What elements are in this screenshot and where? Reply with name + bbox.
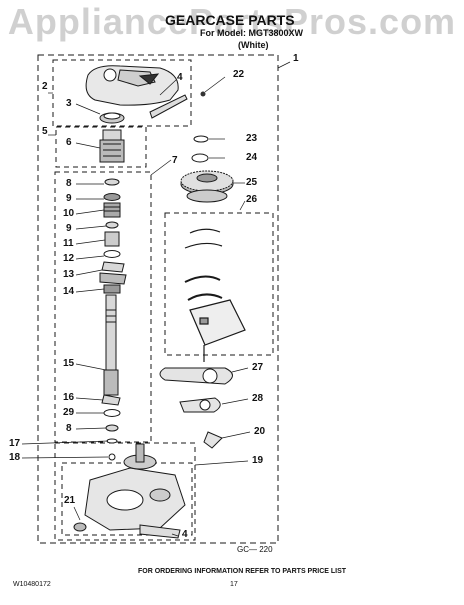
- callout-22: 22: [233, 69, 245, 80]
- doc-number: W10480172: [13, 581, 51, 588]
- callout-8b: 8: [66, 423, 72, 434]
- callout-29: 29: [63, 407, 75, 418]
- callout-14: 14: [63, 286, 75, 297]
- callout-4b: 4: [182, 529, 188, 540]
- color-line: (White): [238, 40, 269, 50]
- callout-15: 15: [63, 358, 75, 369]
- gear-stack: [180, 135, 234, 203]
- callout-26: 26: [246, 194, 258, 205]
- gearcase-group-box: [54, 442, 196, 541]
- callout-12: 12: [63, 253, 75, 264]
- callout-19: 19: [252, 455, 264, 466]
- cover-group-box: [52, 59, 192, 127]
- callout-20: 20: [254, 426, 266, 437]
- assembly-boundary: [37, 54, 279, 544]
- shaft-column: [99, 178, 127, 432]
- callout-11: 11: [63, 238, 74, 249]
- callout-27: 27: [252, 362, 264, 373]
- callout-16: 16: [63, 392, 75, 403]
- gearcase-cover: [85, 65, 188, 124]
- callout-9: 9: [66, 193, 72, 204]
- pinion-assembly: [99, 129, 125, 163]
- callout-25: 25: [246, 177, 258, 188]
- leader-lines: [21, 61, 291, 537]
- callout-8: 8: [66, 178, 72, 189]
- model-line: For Model: MGT3800XW: [200, 28, 304, 38]
- screw-22: [200, 91, 206, 97]
- callout-24: 24: [246, 152, 258, 163]
- gearcase-body: [73, 443, 186, 539]
- callout-6: 6: [66, 137, 72, 148]
- callout-7: 7: [172, 155, 178, 166]
- shaft-group-box: [54, 171, 152, 443]
- callout-10: 10: [63, 208, 75, 219]
- ball-18: [108, 453, 116, 461]
- callout-21: 21: [64, 495, 76, 506]
- shift-assembly: [184, 228, 246, 362]
- callout-5: 5: [42, 126, 48, 137]
- pinion-group-box: [55, 126, 147, 168]
- callout-17: 17: [9, 438, 21, 449]
- callout-1: 1: [293, 53, 299, 64]
- callout-13: 13: [63, 269, 75, 280]
- washer-17: [106, 438, 118, 444]
- callout-4: 4: [177, 72, 183, 83]
- watermark-text: AppliancePartsPros.com: [7, 1, 457, 42]
- diagram-title: GEARCASE PARTS: [165, 12, 295, 28]
- callout-23: 23: [246, 133, 258, 144]
- diagram-code: GC— 220: [237, 545, 273, 554]
- callout-18: 18: [9, 452, 21, 463]
- lower-right-parts: [159, 367, 233, 449]
- callout-2: 2: [42, 81, 48, 92]
- ordering-note: FOR ORDERING INFORMATION REFER TO PARTS …: [138, 568, 347, 575]
- page-number: 17: [230, 581, 238, 588]
- shift-group-box: [164, 212, 274, 356]
- callout-28: 28: [252, 393, 264, 404]
- callout-3: 3: [66, 98, 72, 109]
- callout-9b: 9: [66, 223, 72, 234]
